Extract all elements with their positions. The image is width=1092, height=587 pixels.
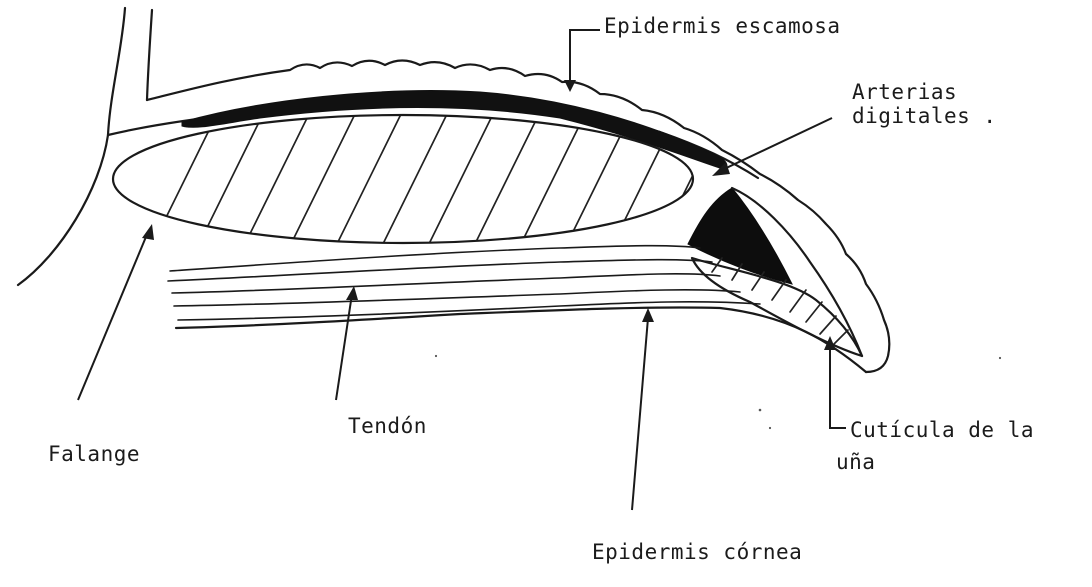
arteria-digital-band: [182, 91, 727, 170]
label-epidermis-cornea: Epidermis córnea: [592, 540, 802, 564]
label-una: uña: [836, 450, 875, 474]
pointer-epidermis-escamosa: [564, 30, 600, 92]
pointer-falange: [78, 224, 154, 400]
label-digitales: digitales .: [852, 104, 997, 128]
bone-hatch-line: [196, 108, 266, 250]
bone-hatch-line: [242, 108, 312, 250]
label-falange: Falange: [48, 442, 140, 466]
nail-hatch-line: [806, 302, 822, 322]
limb-inner-outline: [147, 10, 152, 100]
nail-hatch-line: [790, 290, 806, 312]
bone-hatch-line: [426, 108, 496, 250]
nail-hatch-line: [820, 316, 836, 334]
nail-bed-dark: [688, 188, 792, 284]
tendon-fibers: [168, 246, 760, 320]
label-arterias: Arterias: [852, 80, 957, 104]
pointer-epidermis-cornea: [632, 308, 654, 510]
bone-hatch-line: [150, 108, 220, 250]
label-tendon: Tendón: [348, 414, 427, 438]
pointer-tendon: [336, 286, 358, 400]
label-cuticula: Cutícula de la: [850, 418, 1034, 442]
bone-hatch-line: [380, 108, 450, 250]
pointer-arterias-digitales: [712, 118, 832, 176]
bone-hatch-line: [518, 108, 588, 250]
limb-upper-outline: [108, 8, 125, 135]
bone-hatch-line: [472, 108, 542, 250]
nail-hatch-line: [834, 330, 848, 344]
left-skin-branch: [18, 135, 108, 285]
bone-hatch-line: [334, 108, 404, 250]
bone-hatch-line: [288, 108, 358, 250]
falange-bone: [113, 108, 772, 250]
label-epidermis-escamosa: Epidermis escamosa: [604, 14, 841, 38]
